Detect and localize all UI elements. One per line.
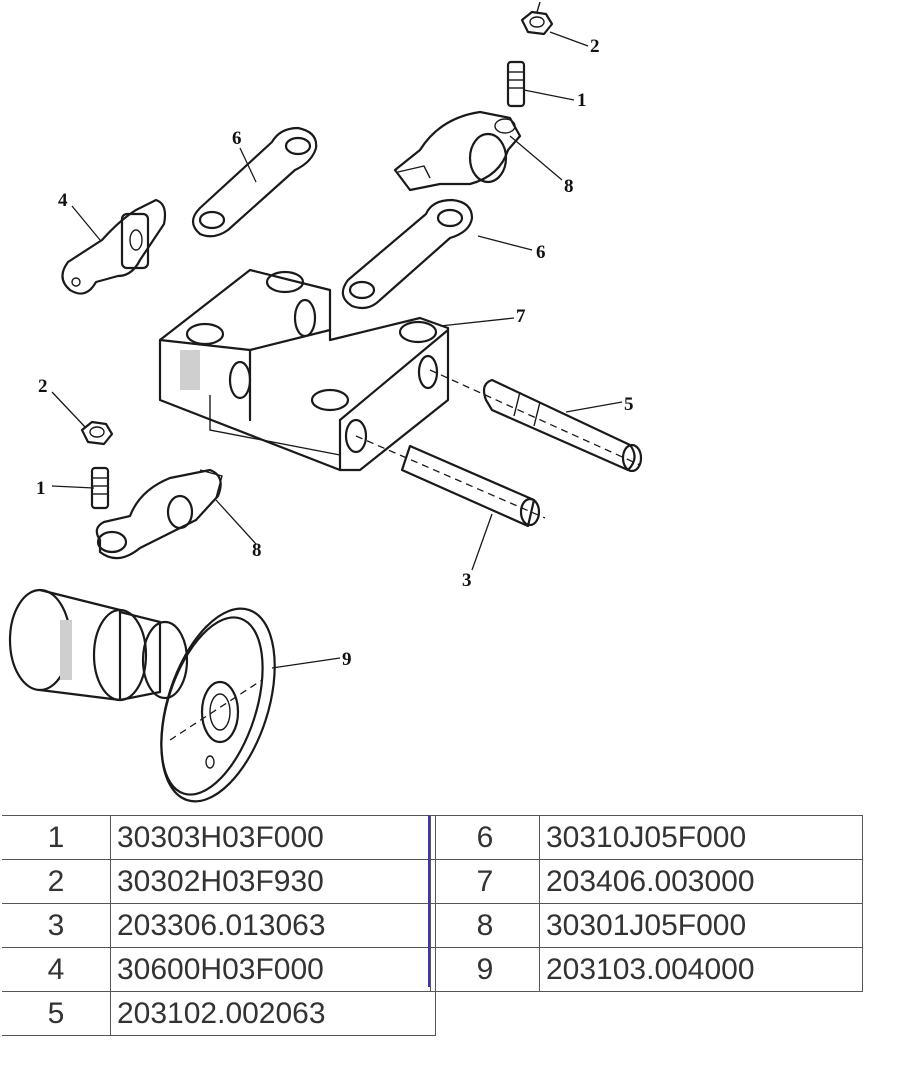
rocker-arm-top bbox=[393, 110, 522, 192]
callout-9: 9 bbox=[342, 649, 352, 670]
table-row: 4 30600H03F000 bbox=[2, 947, 436, 992]
part-no-cell: 9 bbox=[430, 947, 540, 992]
callout-8-top: 8 bbox=[564, 176, 574, 197]
callout-7: 7 bbox=[516, 306, 526, 327]
callout-6-right: 6 bbox=[536, 242, 546, 263]
callout-3: 3 bbox=[462, 570, 472, 591]
table-row: 1 30303H03F000 bbox=[2, 815, 436, 860]
adjuster-screw-top bbox=[506, 60, 526, 108]
nut-top bbox=[520, 1, 554, 36]
part-no-cell: 8 bbox=[430, 903, 540, 948]
part-no-cell: 1 bbox=[2, 815, 111, 860]
parts-table-right: 6 30310J05F000 7 203406.003000 8 30301J0… bbox=[430, 815, 863, 992]
part-code-cell: 203103.004000 bbox=[539, 947, 863, 992]
table-row: 2 30302H03F930 bbox=[2, 859, 436, 904]
part-no-cell: 3 bbox=[2, 903, 111, 948]
part-no-cell: 4 bbox=[2, 947, 111, 992]
part-no-cell: 6 bbox=[430, 815, 540, 860]
table-separator bbox=[428, 815, 430, 987]
decompression-lever bbox=[61, 198, 167, 295]
table-row: 3 203306.013063 bbox=[2, 903, 436, 948]
adjuster-screw-bottom bbox=[90, 466, 110, 510]
callout-2-bottom: 2 bbox=[38, 376, 48, 397]
part-no-cell: 7 bbox=[430, 859, 540, 904]
part-code-cell: 30600H03F000 bbox=[110, 947, 436, 992]
part-code-cell: 30310J05F000 bbox=[539, 815, 863, 860]
part-code-cell: 203102.002063 bbox=[110, 991, 436, 1036]
table-row: 6 30310J05F000 bbox=[430, 815, 863, 860]
bearing-plate-upper bbox=[191, 126, 318, 238]
callout-4: 4 bbox=[58, 190, 68, 211]
rocker-shaft-5 bbox=[482, 378, 643, 473]
callout-5: 5 bbox=[624, 394, 634, 415]
part-no-cell: 5 bbox=[2, 991, 111, 1036]
camshaft-holder bbox=[158, 268, 450, 472]
exploded-parts-diagram: 2 1 8 6 6 4 7 5 2 1 8 3 9 bbox=[8, 1, 643, 803]
callout-2-top: 2 bbox=[590, 36, 600, 57]
table-row: 8 30301J05F000 bbox=[430, 903, 863, 948]
part-code-cell: 30301J05F000 bbox=[539, 903, 863, 948]
callout-1-bottom: 1 bbox=[36, 478, 46, 499]
table-row: 9 203103.004000 bbox=[430, 947, 863, 992]
bearing-plate-right bbox=[341, 198, 474, 310]
table-row: 5 203102.002063 bbox=[2, 991, 436, 1036]
rocker-arm-bottom bbox=[95, 468, 223, 560]
part-code-cell: 30303H03F000 bbox=[110, 815, 436, 860]
callout-6-upper: 6 bbox=[232, 128, 242, 149]
part-code-cell: 203406.003000 bbox=[539, 859, 863, 904]
part-code-cell: 203306.013063 bbox=[110, 903, 436, 948]
camshaft bbox=[8, 588, 276, 803]
part-code-cell: 30302H03F930 bbox=[110, 859, 436, 904]
callout-1-top: 1 bbox=[577, 90, 587, 111]
table-row: 7 203406.003000 bbox=[430, 859, 863, 904]
callout-8-bottom: 8 bbox=[252, 540, 262, 561]
parts-table-left: 1 30303H03F000 2 30302H03F930 3 203306.0… bbox=[2, 815, 436, 1036]
rocker-shaft-3 bbox=[400, 444, 541, 528]
nut-bottom bbox=[80, 420, 114, 446]
part-no-cell: 2 bbox=[2, 859, 111, 904]
